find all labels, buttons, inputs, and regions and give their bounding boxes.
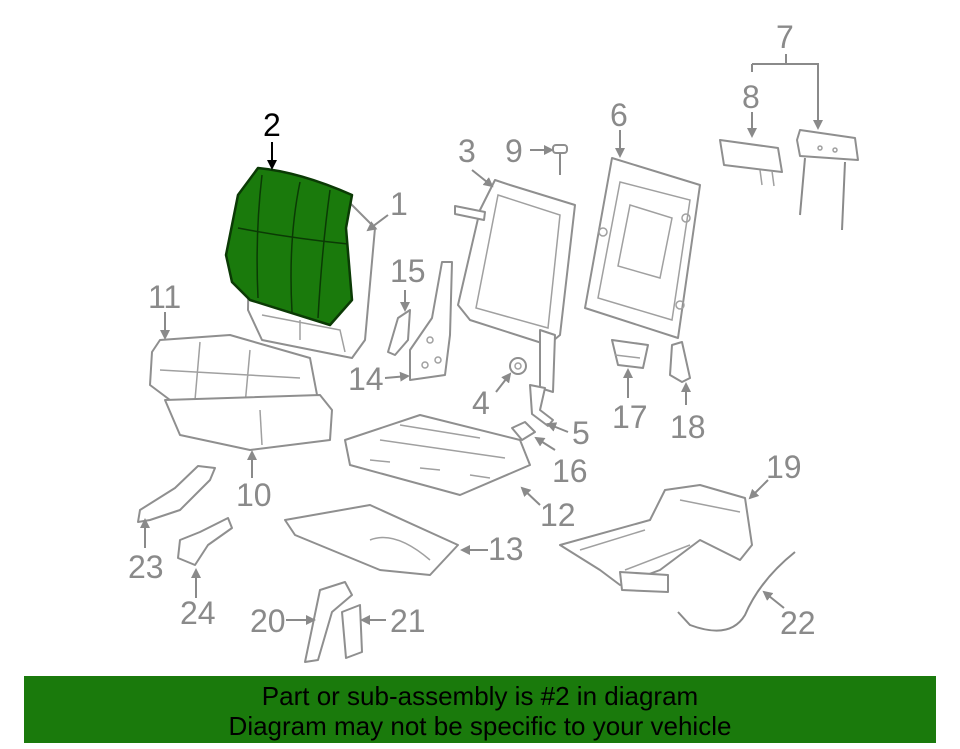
callout-8: 8: [742, 79, 760, 115]
part-9-pin[interactable]: [552, 144, 568, 175]
callout-16: 16: [552, 453, 588, 489]
callout-2: 2: [263, 107, 281, 143]
part-10-seat-cushion-base[interactable]: [164, 394, 333, 451]
part-2-seat-back-cover[interactable]: [224, 166, 354, 327]
part-21-plate[interactable]: [341, 604, 363, 659]
callout-7: 7: [776, 19, 794, 55]
callout-9: 9: [505, 133, 523, 169]
part-23-lever[interactable]: [137, 465, 216, 523]
callout-14: 14: [348, 361, 384, 397]
part-3-seat-back-frame[interactable]: [454, 179, 576, 393]
part-19-seat-track[interactable]: [559, 484, 753, 593]
leader-lines: [140, 54, 818, 625]
callout-13: 13: [488, 531, 524, 567]
banner-line-1: Part or sub-assembly is #2 in diagram: [261, 681, 699, 711]
info-banner: Part or sub-assembly is #2 in diagram Di…: [24, 676, 936, 743]
callout-5: 5: [572, 415, 590, 451]
callout-3: 3: [458, 133, 476, 169]
part-22-cable[interactable]: [677, 551, 796, 632]
callout-6: 6: [610, 97, 628, 133]
part-6-back-panel[interactable]: [584, 157, 701, 339]
callout-10: 10: [236, 477, 272, 513]
callout-19: 19: [766, 449, 802, 485]
callout-21: 21: [390, 603, 426, 639]
callout-12: 12: [540, 497, 576, 533]
callout-18: 18: [670, 409, 706, 445]
part-15-hinge-cover[interactable]: [387, 309, 411, 356]
callout-24: 24: [180, 595, 216, 631]
part-5-link[interactable]: [529, 384, 554, 427]
part-8-headrest[interactable]: [719, 139, 783, 187]
part-17-bracket[interactable]: [611, 339, 649, 369]
part-7-headrest-assembly[interactable]: [796, 129, 859, 231]
callout-22: 22: [780, 605, 816, 641]
callout-15: 15: [390, 253, 426, 289]
part-12-seat-pan[interactable]: [344, 414, 531, 496]
callout-labels: 1 2 3 4 5 6 7 8 9 10 11 12 13 14 15 16 1…: [128, 19, 816, 641]
part-14-hinge-bracket[interactable]: [409, 261, 453, 381]
callout-23: 23: [128, 549, 164, 585]
part-24-latch[interactable]: [177, 517, 233, 566]
part-13-pan-trim[interactable]: [284, 504, 459, 576]
callout-4: 4: [472, 385, 490, 421]
callout-1: 1: [390, 186, 408, 222]
callout-11: 11: [148, 279, 181, 315]
banner-line-2: Diagram may not be specific to your vehi…: [228, 711, 732, 741]
callout-17: 17: [612, 399, 648, 435]
part-20-bracket[interactable]: [304, 581, 353, 663]
part-4-bushing[interactable]: [509, 357, 527, 375]
callout-20: 20: [250, 603, 286, 639]
part-16-clip[interactable]: [511, 421, 536, 441]
part-18-cover[interactable]: [669, 341, 691, 383]
